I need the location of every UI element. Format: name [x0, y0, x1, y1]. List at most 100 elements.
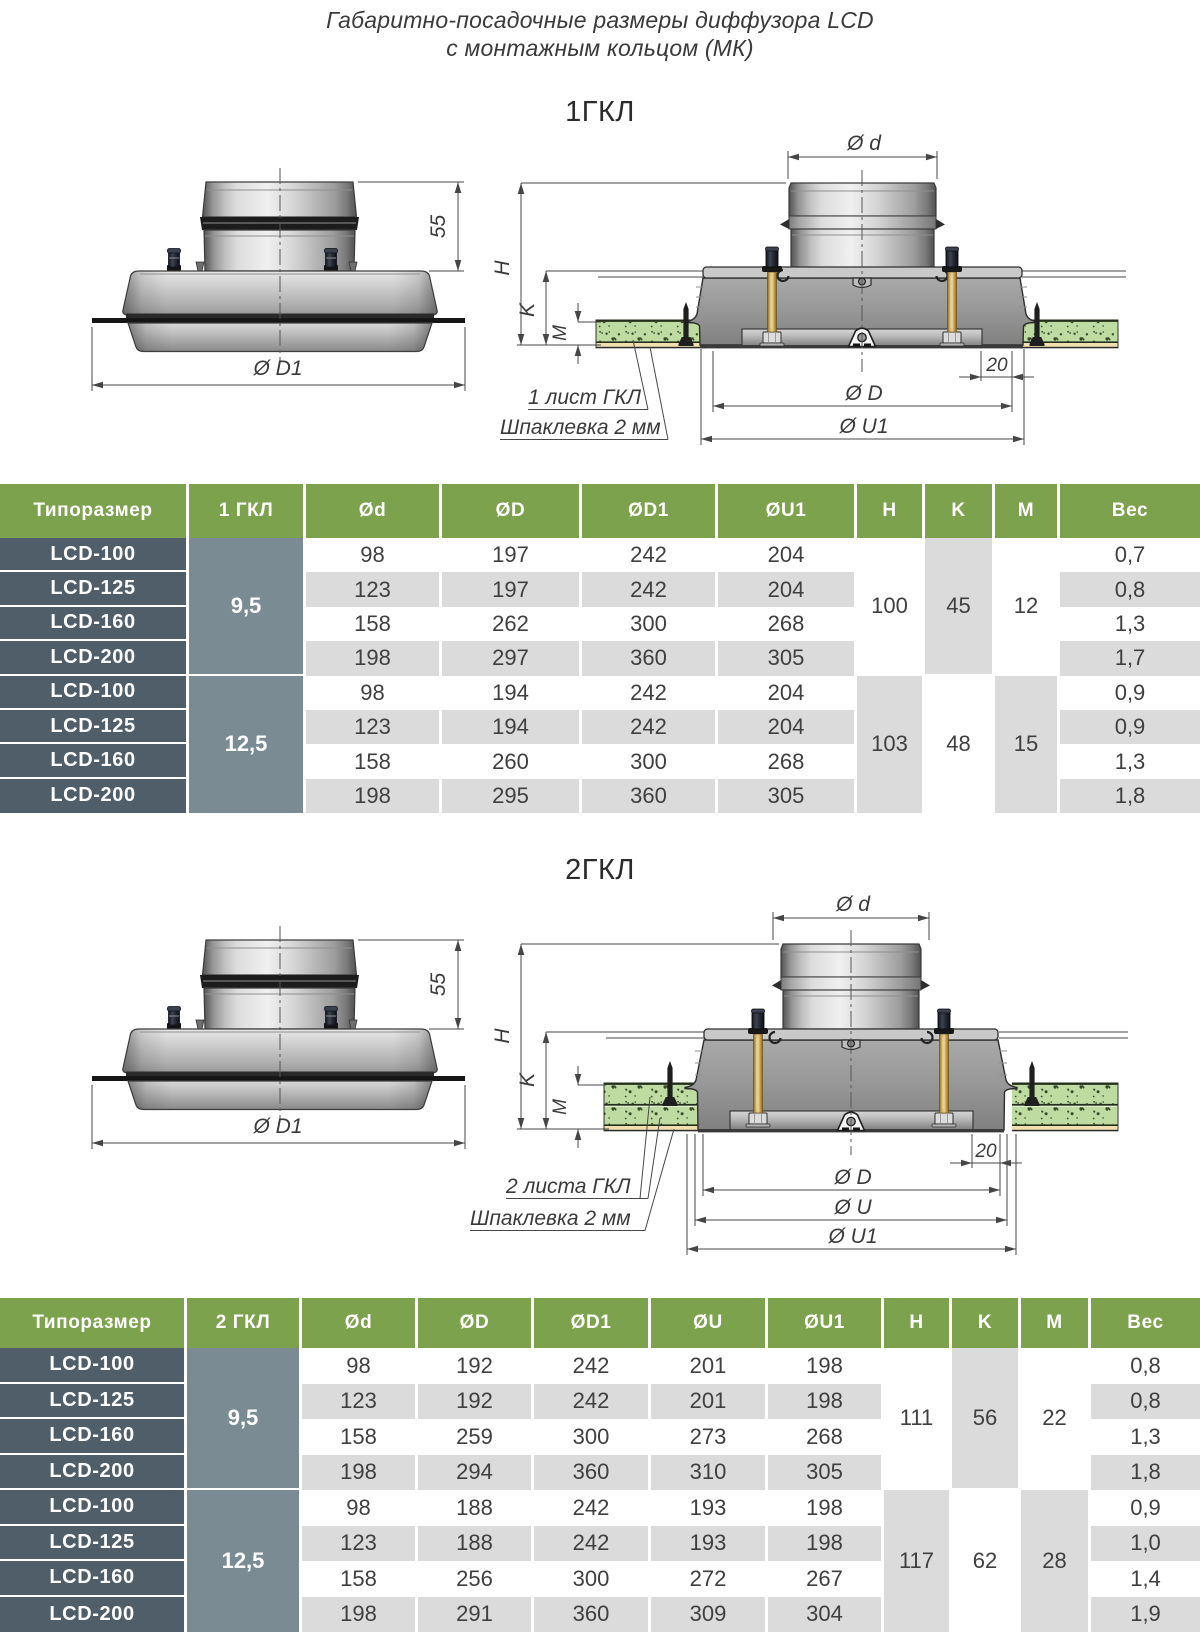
cell-m: 12: [995, 538, 1060, 676]
dim-dd-label: Ø D: [844, 382, 882, 405]
cell-k: 62: [952, 1490, 1021, 1632]
cell-m: 15: [995, 675, 1060, 814]
cell-weight: 1,7: [1060, 641, 1200, 676]
cell-weight: 1,8: [1091, 1454, 1200, 1490]
cell-dd: 256: [418, 1561, 534, 1597]
diffuser-side-view-1: 55Ø D1: [91, 168, 466, 391]
page-title: Габаритно-посадочные размеры диффузора L…: [0, 6, 1200, 62]
cell-gkl-group: 12,5: [189, 675, 306, 814]
col-header-6: ØU1: [768, 1298, 884, 1348]
dim-55-label: 55: [427, 973, 450, 997]
col-header-9: Вес: [1060, 484, 1200, 538]
dim-d-label: Ø d: [846, 132, 882, 155]
cell-dd: 197: [442, 572, 582, 607]
note-gkl-label: 2 листа ГКЛ: [505, 1175, 631, 1198]
cell-d1: 242: [582, 709, 718, 745]
cell-d1: 242: [534, 1525, 651, 1561]
cell-u: 310: [651, 1454, 768, 1490]
cell-d1: 300: [582, 606, 718, 642]
cell-d: 123: [306, 572, 442, 607]
col-header-1: 2 ГКЛ: [187, 1298, 302, 1348]
cell-u: 193: [651, 1525, 768, 1561]
dim-d-label: Ø d: [835, 893, 871, 916]
section-2-heading: 2ГКЛ: [565, 854, 635, 886]
cell-d: 123: [302, 1525, 418, 1561]
cell-d: 198: [306, 641, 442, 676]
cell-d1: 242: [582, 675, 718, 710]
cell-u: 201: [651, 1348, 768, 1384]
cell-d1: 300: [582, 744, 718, 779]
dim-u-label: Ø U: [833, 1196, 872, 1219]
cell-d: 158: [306, 744, 442, 779]
cell-u: 272: [651, 1561, 768, 1597]
cell-d1: 300: [534, 1561, 651, 1597]
title-line-1: Габаритно-посадочные размеры диффузора L…: [326, 7, 874, 33]
cell-weight: 0,9: [1091, 1490, 1200, 1526]
title-line-2: с монтажным кольцом (МК): [446, 35, 754, 61]
cell-h: 117: [884, 1490, 952, 1632]
cell-u1: 198: [768, 1383, 884, 1419]
dim-k-label: K: [516, 302, 539, 317]
col-header-7: K: [925, 484, 995, 538]
cell-typesize: LCD-200: [0, 778, 189, 814]
col-header-10: Вес: [1091, 1298, 1200, 1348]
cell-typesize: LCD-125: [0, 709, 189, 745]
cell-d1: 300: [534, 1419, 651, 1455]
cell-dd: 188: [418, 1490, 534, 1526]
cell-d: 158: [302, 1419, 418, 1455]
col-header-3: ØD: [442, 484, 582, 538]
cell-d: 158: [302, 1561, 418, 1597]
col-header-5: ØU1: [718, 484, 857, 538]
cell-h: 111: [884, 1348, 952, 1490]
cell-weight: 0,8: [1091, 1383, 1200, 1419]
cell-k: 45: [925, 538, 995, 676]
cell-typesize: LCD-160: [0, 606, 189, 642]
col-header-5: ØU: [651, 1298, 768, 1348]
cell-typesize: LCD-100: [0, 1490, 187, 1526]
cell-typesize: LCD-200: [0, 641, 189, 676]
cell-d: 198: [302, 1454, 418, 1490]
cell-dd: 262: [442, 606, 582, 642]
cell-u1: 198: [768, 1348, 884, 1384]
dim-u1-label: Ø U1: [838, 415, 888, 438]
col-header-2: Ød: [306, 484, 442, 538]
cell-u1: 204: [718, 675, 857, 710]
cell-d: 123: [302, 1383, 418, 1419]
dim-55-label: 55: [427, 215, 450, 239]
cell-weight: 0,8: [1091, 1348, 1200, 1384]
dim-m-label: M: [550, 325, 571, 341]
cell-dd: 194: [442, 675, 582, 710]
cell-typesize: LCD-160: [0, 744, 189, 779]
cell-d1: 360: [582, 778, 718, 814]
cell-weight: 1,3: [1091, 1419, 1200, 1455]
cell-d: 123: [306, 709, 442, 745]
cell-u: 201: [651, 1383, 768, 1419]
cell-weight: 1,9: [1091, 1596, 1200, 1632]
cell-d: 98: [306, 675, 442, 710]
cell-u1: 304: [768, 1596, 884, 1632]
col-header-0: Типоразмер: [0, 484, 189, 538]
cell-dd: 194: [442, 709, 582, 745]
cell-weight: 0,8: [1060, 572, 1200, 607]
col-header-7: H: [884, 1298, 952, 1348]
col-header-0: Типоразмер: [0, 1298, 187, 1348]
cell-dd: 192: [418, 1348, 534, 1384]
dim-20-label: 20: [985, 355, 1008, 376]
cell-dd: 295: [442, 778, 582, 814]
cell-typesize: LCD-125: [0, 1525, 187, 1561]
cell-d: 98: [302, 1490, 418, 1526]
